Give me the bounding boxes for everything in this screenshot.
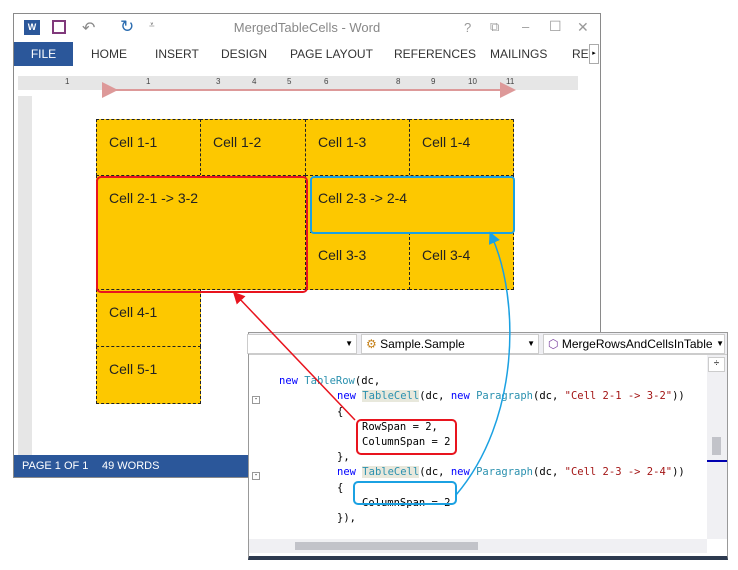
code-line: }),: [337, 512, 356, 524]
maximize-button[interactable]: ☐: [549, 18, 562, 34]
table-cell[interactable]: Cell 1-3: [305, 119, 410, 176]
word-count[interactable]: 49 WORDS: [102, 460, 160, 472]
table-cell[interactable]: Cell 2-3 -> 2-4: [305, 175, 514, 233]
method-dropdown[interactable]: ⬡ MergeRowsAndCellsInTable▼: [543, 334, 725, 354]
table-cell[interactable]: Cell 4-1: [96, 289, 201, 347]
window-title: MergedTableCells - Word: [233, 20, 381, 35]
colspan-arrow: [455, 231, 511, 496]
vertical-scrollbar[interactable]: ÷: [707, 355, 727, 539]
tab-insert[interactable]: INSERT: [155, 47, 199, 61]
minimize-button[interactable]: –: [522, 19, 530, 34]
code-line: new TableRow(dc,: [279, 375, 381, 387]
code-line: {: [337, 482, 344, 494]
scroll-thumb[interactable]: [712, 437, 721, 455]
code-line: },: [337, 451, 350, 463]
collapse-icon[interactable]: -: [252, 472, 260, 480]
code-line: RowSpan = 2,: [362, 421, 438, 433]
ribbon-scroll-right-icon[interactable]: ▸: [589, 44, 599, 64]
ruler-label: 6: [324, 77, 329, 86]
word-logo-icon: W: [24, 20, 40, 35]
colspan-highlight: [310, 176, 515, 234]
code-editor[interactable]: ▼ ⚙ Sample.Sample▼ ⬡ MergeRowsAndCellsIn…: [247, 332, 728, 560]
table-cell[interactable]: Cell 1-2: [200, 119, 306, 176]
tab-home[interactable]: HOME: [91, 47, 127, 61]
save-icon[interactable]: [52, 20, 66, 34]
redo-icon[interactable]: ↻: [120, 17, 135, 36]
table-cell[interactable]: Cell 3-3: [305, 232, 410, 290]
ruler-label: 3: [216, 77, 221, 86]
ruler-label: 1: [65, 77, 70, 86]
tab-review[interactable]: REV: [572, 47, 592, 61]
table-cell[interactable]: Cell 1-1: [96, 119, 201, 176]
rowspan-code-highlight: [356, 419, 457, 455]
ruler-label: 10: [468, 77, 477, 86]
class-name: Sample.Sample: [380, 337, 465, 351]
navigation-bar: ▼ ⚙ Sample.Sample▼ ⬡ MergeRowsAndCellsIn…: [247, 333, 727, 355]
tab-references[interactable]: REFERENCES: [394, 47, 477, 61]
horizontal-scrollbar[interactable]: [249, 539, 707, 553]
method-icon: ⬡: [548, 337, 559, 351]
rowspan-arrow: [232, 291, 356, 421]
ribbon-display-button[interactable]: ⧉: [490, 19, 500, 34]
ruler-label: 11: [506, 77, 515, 86]
tab-mailings[interactable]: MAILINGS: [490, 47, 548, 61]
code-line: ColumnSpan = 2: [362, 436, 451, 448]
code-line: {: [337, 406, 344, 418]
page-count[interactable]: PAGE 1 OF 1: [22, 460, 89, 472]
table-cell[interactable]: Cell 1-4: [409, 119, 514, 176]
project-dropdown[interactable]: ▼: [247, 334, 357, 354]
code-line: new TableCell(dc, new Paragraph(dc, "Cel…: [337, 466, 685, 478]
colspan-code-highlight: [353, 481, 457, 505]
class-dropdown[interactable]: ⚙ Sample.Sample▼: [361, 334, 539, 354]
customize-icon[interactable]: ⩡: [149, 20, 155, 31]
collapse-icon[interactable]: -: [252, 396, 260, 404]
tab-page-layout[interactable]: PAGE LAYOUT: [290, 47, 373, 61]
tab-file[interactable]: FILE: [14, 42, 73, 66]
vertical-ruler[interactable]: [18, 96, 32, 456]
close-button[interactable]: ✕: [577, 19, 589, 35]
ruler-label: 4: [252, 77, 257, 86]
undo-icon[interactable]: ↶: [82, 20, 96, 37]
table-cell[interactable]: Cell 2-1 -> 3-2: [96, 175, 306, 290]
help-button[interactable]: ?: [464, 20, 472, 35]
ruler-label: 1: [146, 77, 151, 86]
scroll-thumb[interactable]: [295, 542, 478, 550]
tab-design[interactable]: DESIGN: [221, 47, 268, 61]
table-cell[interactable]: Cell 5-1: [96, 346, 201, 404]
code-line: new TableCell(dc, new Paragraph(dc, "Cel…: [337, 390, 685, 402]
class-icon: ⚙: [366, 337, 377, 351]
ruler-label: 9: [431, 77, 436, 86]
method-name: MergeRowsAndCellsInTable: [561, 337, 713, 351]
split-icon[interactable]: ÷: [708, 357, 725, 372]
caret-marker: [707, 460, 727, 462]
ruler-label: 8: [396, 77, 401, 86]
ruler-label: 5: [287, 77, 292, 86]
rowspan-highlight: [96, 176, 308, 293]
